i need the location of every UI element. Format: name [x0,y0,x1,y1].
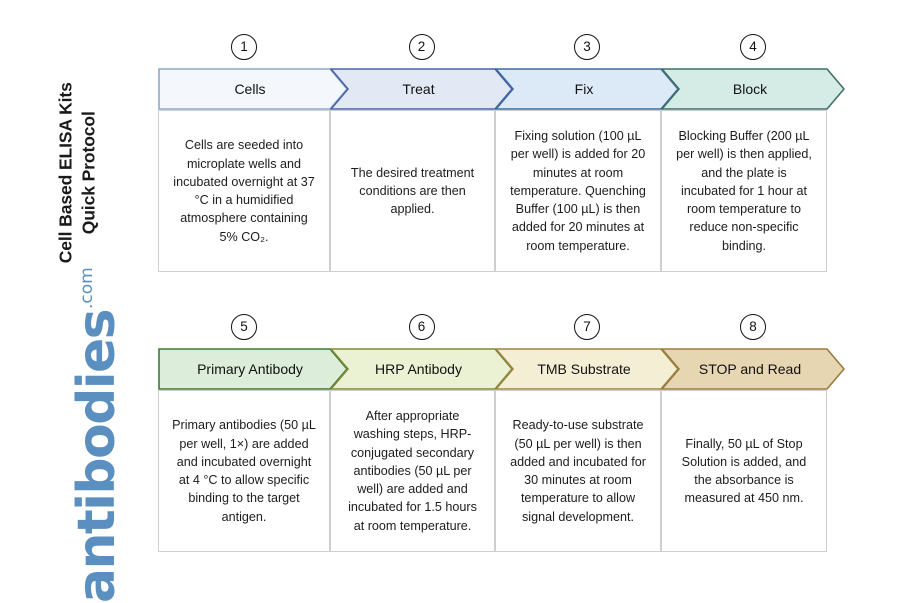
step-number-badge-5: 5 [231,314,257,340]
step-header-1[interactable]: Cells [158,68,348,110]
brand-logo-word: antibodies [67,309,127,603]
step-label-5: Primary Antibody [197,361,303,377]
step-number-text: 7 [583,319,591,335]
step-description-box-7: Ready-to-use substrate (50 µL per well) … [495,390,661,552]
step-description-box-5: Primary antibodies (50 µL per well, 1×) … [158,390,330,552]
step-description-box-4: Blocking Buffer (200 µL per well) is the… [661,110,827,272]
step-number-text: 6 [417,319,426,335]
step-number-strip-1: 1 2 3 4 [158,34,843,68]
step-description-text-4: Blocking Buffer (200 µL per well) is the… [676,129,812,253]
flow-row-2: 5 6 7 8 Primary Antibody HRP Antibody TMB Sub… [158,314,845,552]
step-number-text: 2 [417,39,426,55]
step-header-3[interactable]: Fix [495,68,679,110]
step-description-box-1: Cells are seeded into microplate wells a… [158,110,330,272]
step-number-badge-4: 4 [740,34,766,60]
step-number-badge-7: 7 [574,314,600,340]
step-label-6: HRP Antibody [375,361,462,377]
step-header-strip-2: Primary Antibody HRP Antibody TMB Substrat… [158,348,845,390]
brand-logo: antibodies.com [67,267,127,603]
step-label-7: TMB Substrate [537,361,631,377]
step-header-2[interactable]: Treat [330,68,513,110]
step-number-strip-2: 5 6 7 8 [158,314,843,348]
step-label-4: Block [732,81,768,97]
step-description-strip-1: Cells are seeded into microplate wells a… [158,110,843,272]
step-header-8[interactable]: STOP and Read [661,348,845,390]
chevron-shape-8 [661,348,845,390]
step-description-text-5: Primary antibodies (50 µL per well, 1×) … [172,418,316,524]
step-description-text-2: The desired treatment conditions are the… [350,165,475,217]
step-description-text-1: Cells are seeded into microplate wells a… [173,138,315,244]
step-label-1: Cells [234,81,266,97]
step-number-text: 5 [240,319,248,335]
step-number-badge-1: 1 [231,34,257,60]
step-number-badge-2: 2 [408,34,435,60]
step-description-box-8: Finally, 50 µL of Stop Solution is added… [661,390,827,552]
step-description-text-3: Fixing solution (100 µL per well) is add… [510,129,646,253]
left-rail: Cell Based ELISA Kits Quick Protocol ant… [0,0,150,603]
flow-row-1: 1 2 3 4 Cells Treat Fix Block Cells are seeded… [158,34,845,272]
step-number-text: 3 [583,39,591,55]
step-header-6[interactable]: HRP Antibody [330,348,513,390]
step-header-5[interactable]: Primary Antibody [158,348,348,390]
step-number-badge-3: 3 [574,34,600,60]
step-number-badge-6: 6 [408,314,435,340]
chevron-shape-4 [661,68,845,110]
step-label-2: Treat [402,81,435,97]
step-number-text: 8 [749,319,757,335]
step-number-text: 4 [749,39,757,55]
step-number-text: 1 [240,39,248,55]
step-description-box-2: The desired treatment conditions are the… [330,110,495,272]
step-description-text-6: After appropriate washing steps, HRP-con… [348,409,477,533]
step-label-3: Fix [574,81,594,97]
step-number-badge-8: 8 [740,314,766,340]
step-description-text-7: Ready-to-use substrate (50 µL per well) … [510,418,646,524]
step-header-7[interactable]: TMB Substrate [495,348,679,390]
step-description-strip-2: Primary antibodies (50 µL per well, 1×) … [158,390,843,552]
step-description-text-8: Finally, 50 µL of Stop Solution is added… [681,436,807,506]
step-label-8: STOP and Read [698,361,802,377]
step-description-box-6: After appropriate washing steps, HRP-con… [330,390,495,552]
step-description-box-3: Fixing solution (100 µL per well) is add… [495,110,661,272]
step-header-strip-1: Cells Treat Fix Block [158,68,845,110]
step-header-4[interactable]: Block [661,68,845,110]
brand-logo-domain: .com [77,267,97,309]
